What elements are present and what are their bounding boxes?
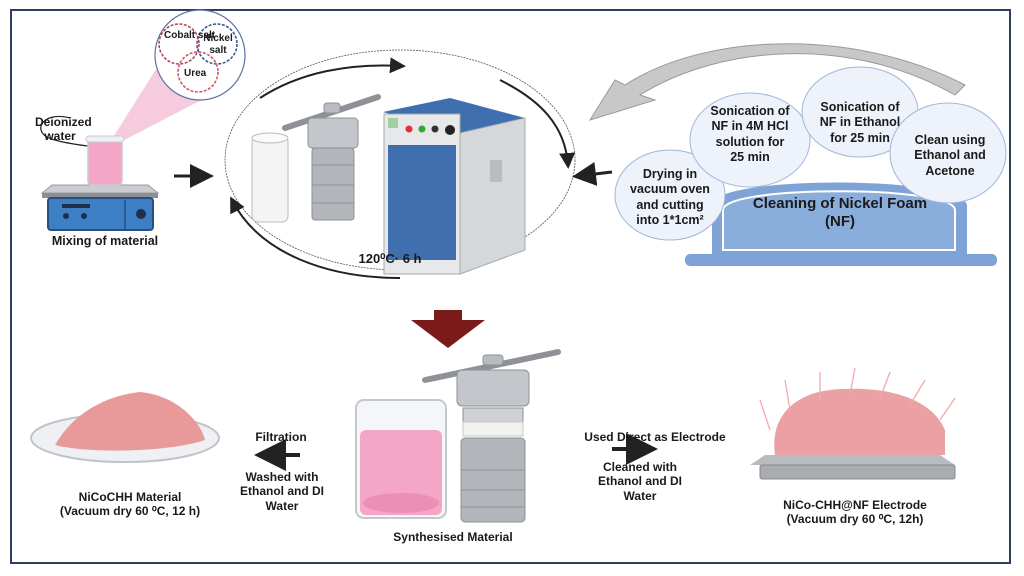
step-ethanol-text: Sonication of NF in Ethanol for 25 min (819, 100, 901, 145)
synthesised-caption: Synthesised Material (393, 530, 513, 544)
petri-dish-powder-icon (30, 392, 220, 463)
step-acetone-text: Clean using Ethanol and Acetone (914, 133, 986, 178)
electrode-usage-label: Used Direct as Electrode (584, 430, 726, 444)
teflon-liner-icon (251, 132, 289, 223)
hydrothermal-condition-label: 120⁰C· 6 h (358, 251, 422, 266)
cycle-arrow-right (499, 79, 576, 169)
mixing-caption: Mixing of material (51, 234, 159, 248)
bubble-hcl (689, 92, 811, 188)
venn-label-nickel: Nickel salt (203, 33, 233, 56)
arrow-cleaning-to-hydrothermal (572, 161, 613, 186)
oven-icon (383, 98, 526, 275)
electrode-nanowire-icon (750, 367, 956, 480)
electrode-caption: NiCo-CHH@NF Electrode (Vacuum dry 60 ⁰C,… (783, 498, 927, 527)
synthesised-beaker-icon (355, 399, 447, 519)
synthesised-autoclave-icon (422, 349, 561, 523)
cleaning-loop-arrow (588, 43, 966, 121)
venn-label-cobalt: Cobalt salt (164, 30, 216, 41)
autoclave-icon (282, 94, 381, 221)
filtration-label: Filtration (255, 430, 307, 444)
nicochh-caption: NiCoCHH Material (Vacuum dry 60 ⁰C, 12 h… (59, 490, 201, 519)
mixing-beaker-icon (85, 135, 125, 186)
magnetic-stirrer-icon (40, 184, 160, 231)
step-hcl-text: Sonication of NF in 4M HCl solution for … (710, 104, 790, 164)
reagent-venn-diagram (154, 9, 246, 101)
cleaning-title: Cleaning of Nickel Foam (NF) (752, 195, 928, 230)
down-arrow (411, 310, 485, 348)
deionized-water-label: Deionized water (35, 115, 92, 144)
cycle-arrow-top (259, 57, 406, 99)
washed-label: Washed with Ethanol and DI Water (240, 470, 324, 513)
step-drying-text: Drying in vacuum oven and cutting into 1… (630, 167, 710, 227)
cleaned-label: Cleaned with Ethanol and DI Water (598, 460, 682, 503)
cycle-arrow-bottom (230, 196, 401, 279)
bubble-drying (614, 149, 726, 241)
bubble-acetone (889, 102, 1007, 204)
venn-label-urea: Urea (184, 68, 207, 79)
nickel-foam-base (685, 182, 997, 266)
